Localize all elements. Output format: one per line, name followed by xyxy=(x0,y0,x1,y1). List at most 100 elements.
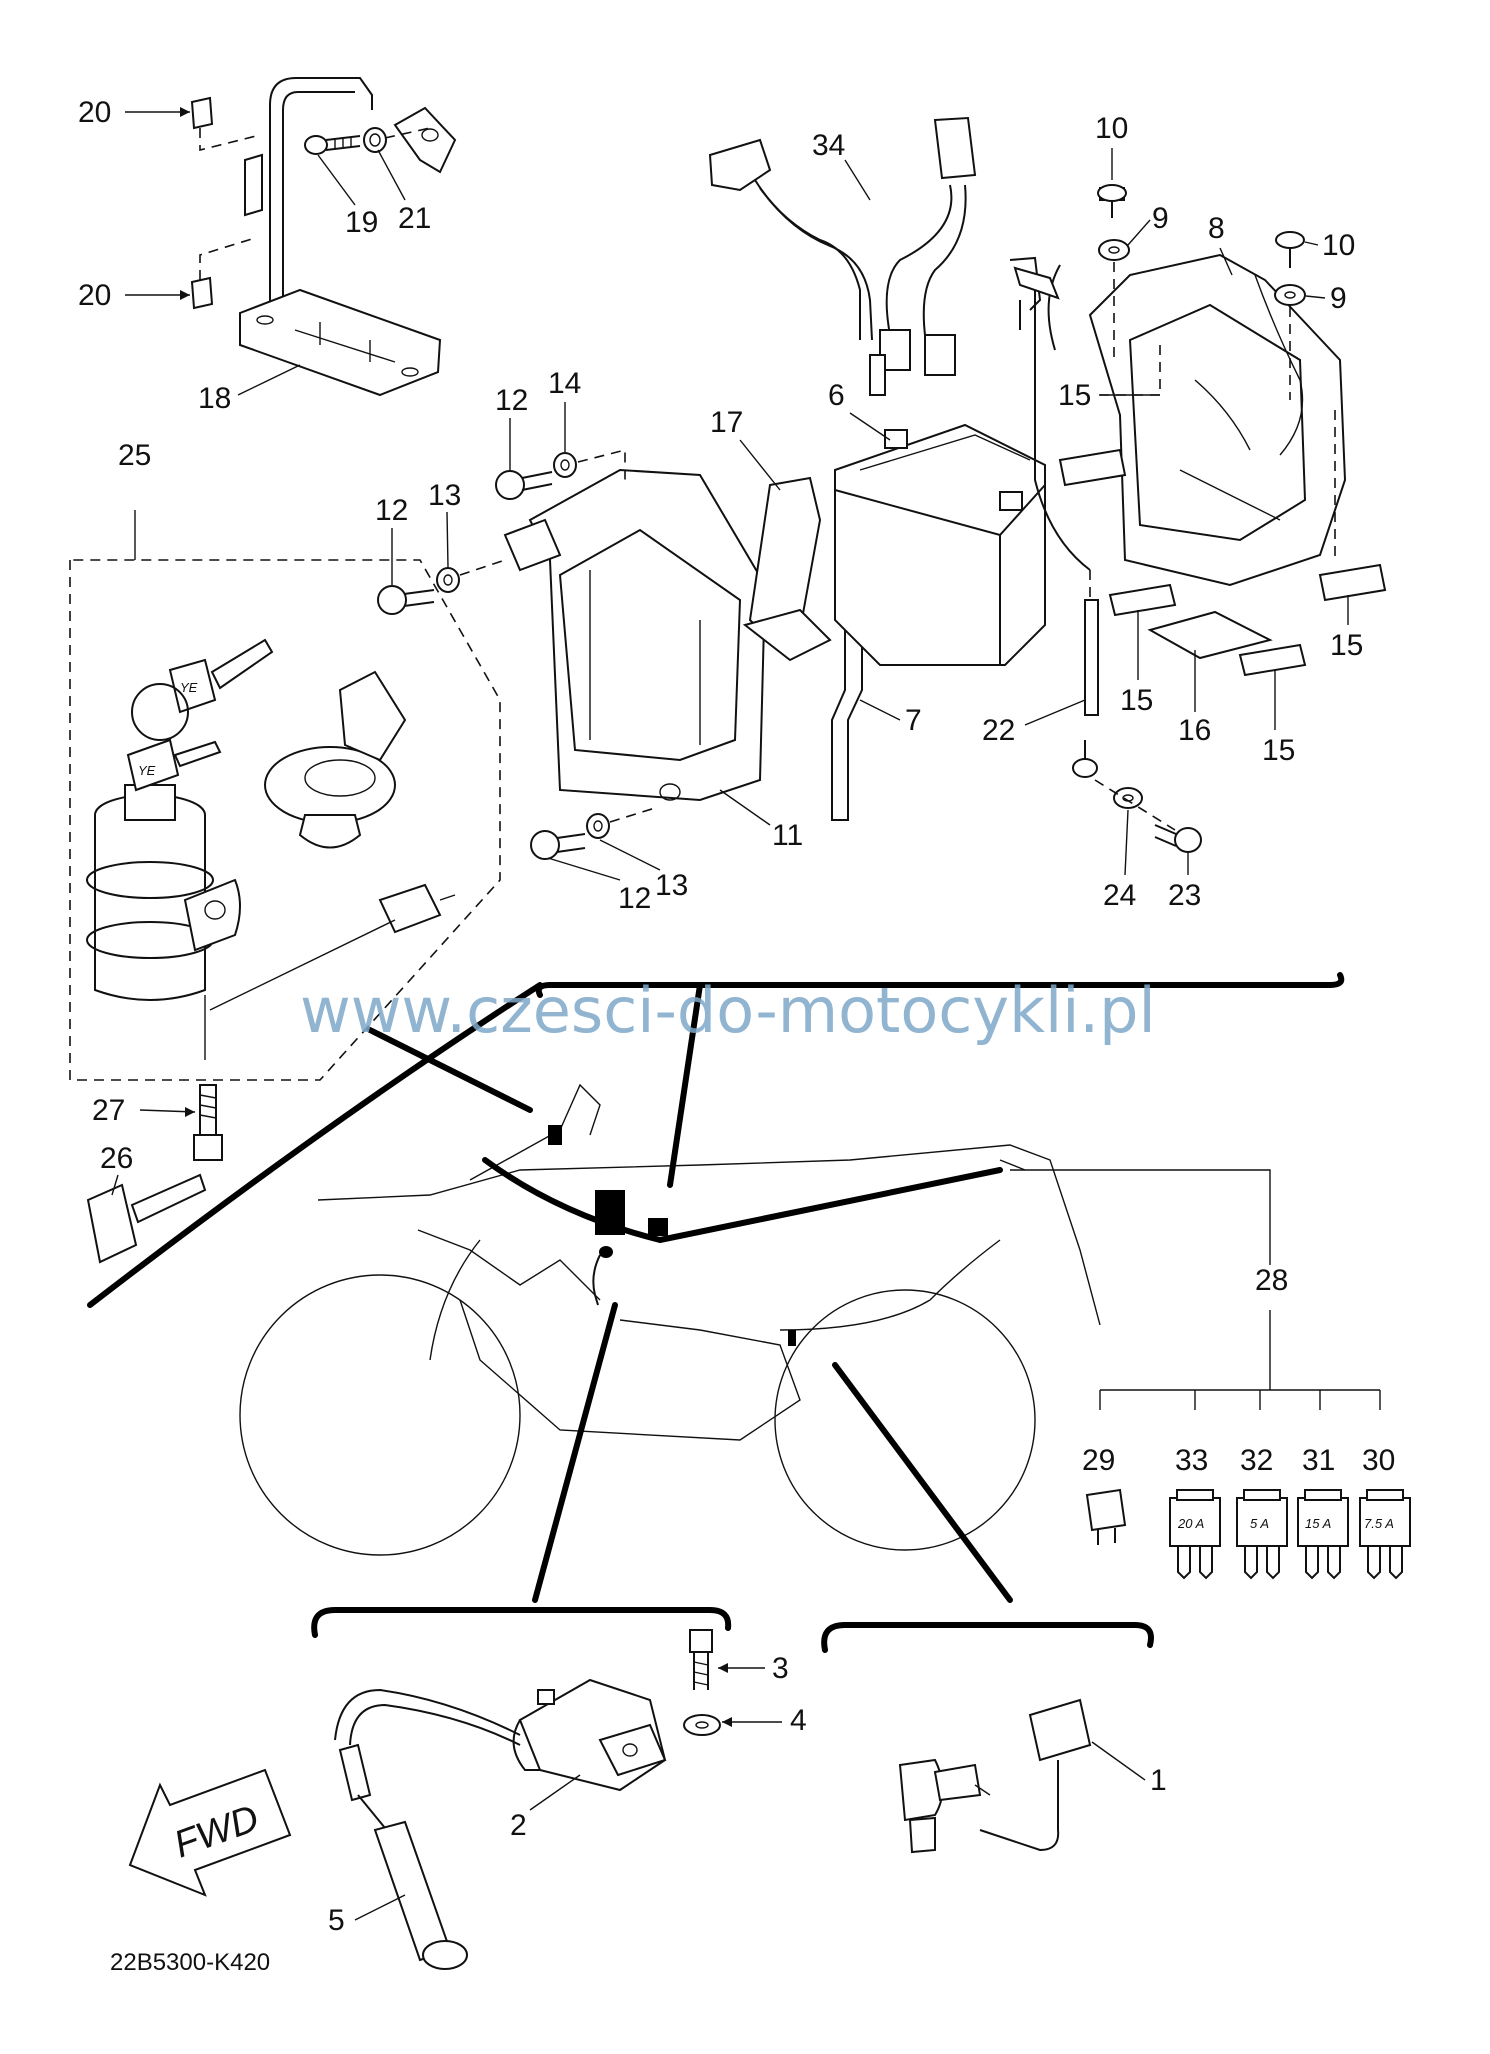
damper-15-c xyxy=(1238,643,1307,677)
washer-13-bottom xyxy=(586,813,610,839)
callout-12-bottom: 12 xyxy=(618,882,651,915)
washer-13-mid xyxy=(436,567,460,593)
callout-13-mid: 13 xyxy=(428,479,461,512)
spare-key: YE xyxy=(131,638,274,741)
callout-10-left: 10 xyxy=(1095,112,1128,145)
clip-nut-20-bottom xyxy=(190,237,256,310)
callout-9-left: 9 xyxy=(1152,202,1169,235)
leader-battery xyxy=(667,982,703,1188)
bolt-3 xyxy=(689,1629,713,1690)
wire-harness-line xyxy=(482,1157,1003,1244)
callout-33: 33 xyxy=(1175,1444,1208,1477)
callout-27: 27 xyxy=(92,1094,125,1127)
motorcycle-outline xyxy=(239,1083,1101,1556)
callout-15-d: 15 xyxy=(1330,629,1363,662)
fuse-32-rating: 5 A xyxy=(1250,1516,1269,1531)
fuel-tank-cap xyxy=(264,670,407,849)
relay-mark xyxy=(595,1190,625,1235)
callout-9-right: 9 xyxy=(1330,282,1347,315)
callout-24: 24 xyxy=(1103,879,1136,912)
fuse-33: 20 A xyxy=(1169,1489,1221,1580)
nut-21 xyxy=(363,127,387,153)
washer-4 xyxy=(683,1714,721,1736)
callout-21: 21 xyxy=(398,202,431,235)
bolt-23 xyxy=(1154,824,1202,853)
bolt-12-top xyxy=(495,470,553,500)
sub-wire-harness-34 xyxy=(708,116,977,396)
leader-ignition xyxy=(532,1302,618,1603)
callout-3: 3 xyxy=(772,1652,789,1685)
bolt-10-left xyxy=(1097,184,1127,218)
callout-2: 2 xyxy=(510,1809,527,1842)
callout-19: 19 xyxy=(345,206,378,239)
callout-12-top: 12 xyxy=(495,384,528,417)
callout-32: 32 xyxy=(1240,1444,1273,1477)
fuse-32: 5 A xyxy=(1236,1489,1288,1580)
callout-15-b: 15 xyxy=(1120,684,1153,717)
callout-20-top: 20 xyxy=(78,96,111,129)
leader-main-switch xyxy=(367,1027,533,1113)
callout-5: 5 xyxy=(328,1904,345,1937)
damper-15-a xyxy=(1058,448,1127,487)
clip-nut-20-top xyxy=(190,96,261,152)
leader-keyset xyxy=(87,982,543,1308)
damper-15-d xyxy=(1318,563,1387,602)
callout-16: 16 xyxy=(1178,714,1211,747)
callout-10-right: 10 xyxy=(1322,229,1355,262)
watermark-text: www.czesci-do-motocykli.pl xyxy=(300,974,1156,1047)
fuse-tree xyxy=(1099,1310,1381,1410)
fwd-arrow: FWD xyxy=(128,1768,292,1897)
blank-key-26 xyxy=(86,1173,207,1264)
callout-29: 29 xyxy=(1082,1444,1115,1477)
callout-4: 4 xyxy=(790,1704,807,1737)
fuse-mark xyxy=(648,1218,668,1236)
callout-34: 34 xyxy=(812,129,845,162)
bolt-10-right xyxy=(1275,231,1305,268)
key-mark-1: YE xyxy=(138,763,156,778)
callout-23: 23 xyxy=(1168,879,1201,912)
callout-25: 25 xyxy=(118,439,151,472)
relay-29 xyxy=(1085,1488,1127,1545)
lower-left-group-bracket xyxy=(311,1607,732,1638)
neutral-switch-1 xyxy=(898,1698,1092,1854)
callout-14: 14 xyxy=(548,367,581,400)
damper-15-b xyxy=(1108,583,1177,617)
callout-22: 22 xyxy=(982,714,1015,747)
drawing-code: 22B5300-K420 xyxy=(110,1949,270,1976)
connector-mark-1 xyxy=(548,1125,562,1145)
callout-7: 7 xyxy=(905,704,922,737)
washer-9-left xyxy=(1098,239,1130,261)
washer-24 xyxy=(1113,787,1143,809)
spark-plug-cap-5 xyxy=(338,1743,468,1970)
callout-12-mid: 12 xyxy=(375,494,408,527)
bolt-12-bottom xyxy=(530,830,586,860)
battery-band-17 xyxy=(742,476,832,662)
fuse-33-rating: 20 A xyxy=(1177,1516,1204,1531)
callout-28: 28 xyxy=(1255,1264,1288,1297)
battery-bracket xyxy=(239,77,457,397)
callout-31: 31 xyxy=(1302,1444,1335,1477)
callout-20-bottom: 20 xyxy=(78,279,111,312)
fuse-30: 7.5 A xyxy=(1359,1489,1411,1580)
callout-30: 30 xyxy=(1362,1444,1395,1477)
battery-lead-22 xyxy=(1009,256,1099,778)
screw-27 xyxy=(193,1084,223,1161)
fuse-31-rating: 15 A xyxy=(1305,1516,1331,1531)
callout-8: 8 xyxy=(1208,212,1225,245)
bolt-19 xyxy=(304,135,361,155)
fuse-30-rating: 7.5 A xyxy=(1364,1516,1394,1531)
callout-13-bottom: 13 xyxy=(655,869,688,902)
ignition-coil-2 xyxy=(334,1678,667,1792)
callout-6: 6 xyxy=(828,379,845,412)
main-switch xyxy=(86,784,241,1060)
lower-right-group-bracket xyxy=(821,1622,1154,1653)
callout-18: 18 xyxy=(198,382,231,415)
callout-11: 11 xyxy=(772,819,803,852)
leader-switch-1 xyxy=(832,1362,1013,1603)
callout-26: 26 xyxy=(100,1142,133,1175)
callout-17: 17 xyxy=(710,406,743,439)
switch-connector xyxy=(209,883,456,1011)
callout-1: 1 xyxy=(1150,1764,1167,1797)
battery-box-8 xyxy=(1088,253,1347,587)
